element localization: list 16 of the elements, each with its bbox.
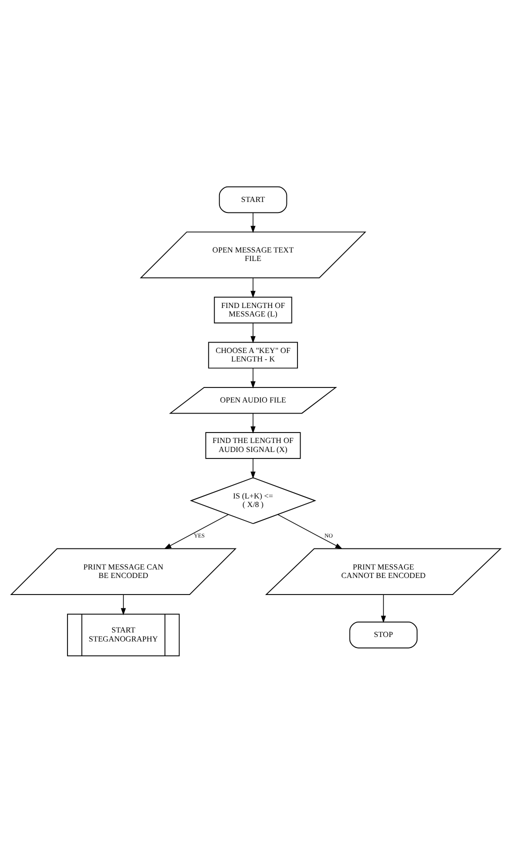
arrow [120, 594, 126, 615]
arrow [250, 277, 256, 298]
node-diamond: IS (L+K) <= ( X/8 ) [190, 476, 316, 524]
node-box: START [218, 186, 288, 213]
node-box: FIND LENGTH OF MESSAGE (L) [214, 296, 292, 323]
arrow [250, 212, 256, 232]
arrow [250, 322, 256, 343]
arrow [250, 412, 256, 434]
node-box: STOP [349, 621, 418, 648]
arrow [380, 594, 386, 622]
arrow [164, 514, 229, 549]
arrow [250, 458, 256, 478]
arrow [250, 368, 256, 388]
arrow [278, 514, 342, 549]
node-box: CHOOSE A "KEY" OF LENGTH - K [208, 341, 298, 368]
node-box: FIND THE LENGTH OF AUDIO SIGNAL (X) [205, 432, 301, 458]
